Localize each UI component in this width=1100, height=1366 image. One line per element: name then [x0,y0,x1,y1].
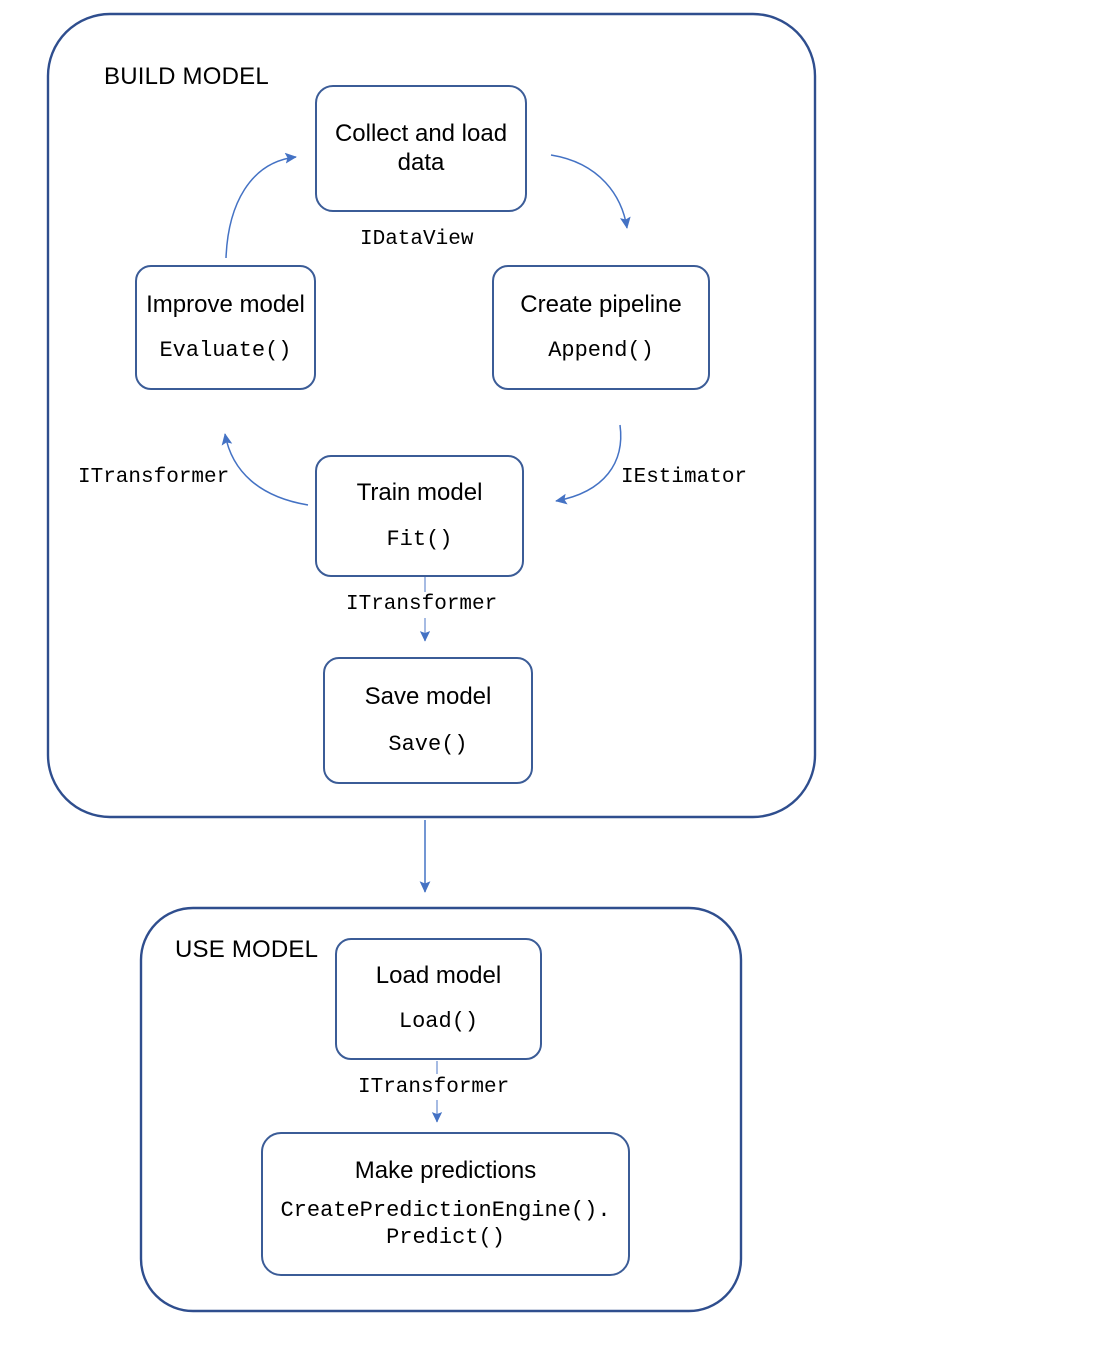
group-title-build-model: BUILD MODEL [104,63,269,90]
node-pipeline-api: Append() [548,338,654,364]
node-collect-title-line2: data [397,148,445,176]
edge-train-to-improve [221,433,309,506]
node-improve-title: Improve model [146,290,305,318]
edge-label-itransformer-train-save: ITransformer [346,593,498,616]
node-improve-api: Evaluate() [159,338,292,364]
node-train-model[interactable]: Train model Fit() [315,455,524,577]
node-make-predictions[interactable]: Make predictions CreatePredictionEngine(… [261,1132,630,1276]
edge-label-itransformer-improve: ITransformer [78,466,230,489]
node-load-model[interactable]: Load model Load() [335,938,542,1060]
node-save-title: Save model [364,683,492,711]
edge-label-idataview: IDataView [360,228,474,251]
edge-label-iestimator: IEstimator [621,466,748,489]
node-train-title: Train model [356,478,483,506]
node-predict-api-line2: Predict() [386,1224,505,1250]
node-save-api: Save() [388,731,468,757]
node-collect-and-load-data[interactable]: Collect and load data [315,85,527,212]
node-improve-model[interactable]: Improve model Evaluate() [135,265,316,390]
node-load-title: Load model [375,962,502,990]
node-predict-title: Make predictions [354,1156,537,1184]
edge-pipeline-to-train [555,424,622,505]
node-save-model[interactable]: Save model Save() [323,657,533,784]
node-predict-api-line1: CreatePredictionEngine(). [280,1198,611,1224]
node-load-api: Load() [398,1009,479,1035]
group-title-use-model: USE MODEL [175,936,319,963]
node-predict-api-block: CreatePredictionEngine(). Predict() [280,1198,610,1251]
node-pipeline-title: Create pipeline [520,290,682,318]
edge-label-itransformer-load-predict: ITransformer [358,1076,510,1099]
node-create-pipeline[interactable]: Create pipeline Append() [492,265,710,390]
edge-collect-to-pipeline [550,154,631,229]
node-collect-title-line1: Collect and load [334,120,508,148]
edge-improve-to-collect [225,152,297,259]
node-train-api: Fit() [386,526,453,552]
